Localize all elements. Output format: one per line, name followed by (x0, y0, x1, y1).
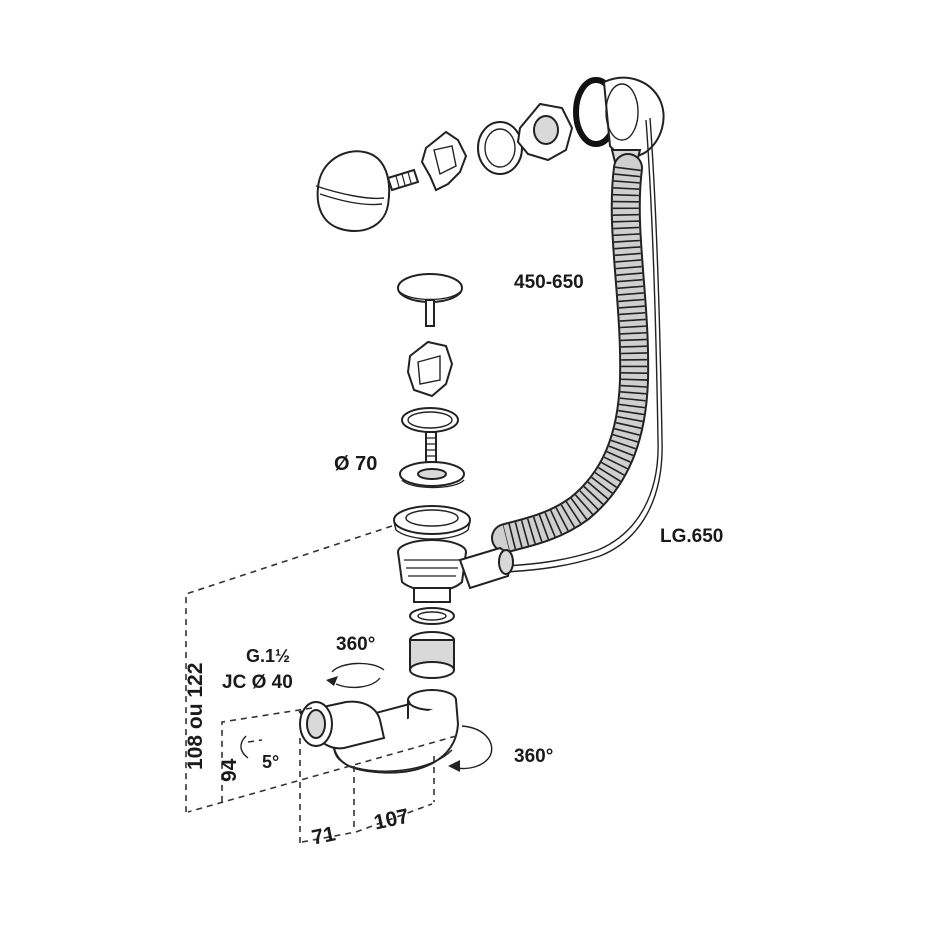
trap-elbow (298, 689, 460, 774)
thread-spec-line1: G.1½ (246, 646, 290, 666)
width-107-label: 107 (372, 805, 411, 835)
height-range-label: 108 ou 122 (184, 663, 207, 770)
width-71-label: 71 (310, 822, 338, 849)
drain-body (397, 539, 514, 603)
hose-length-label: 450-650 (514, 272, 584, 293)
diameter-70-label: Ø 70 (334, 453, 377, 475)
plug-stem (425, 299, 435, 327)
overflow-star-nut (516, 102, 574, 162)
strainer-grid (399, 461, 465, 489)
center-bolt (425, 431, 437, 463)
overflow-cover-cap (315, 150, 391, 232)
height-94-label: 94 (218, 758, 241, 782)
thread-spec-line2: JC Ø 40 (222, 672, 293, 693)
cable-line (505, 117, 663, 573)
rotation-arrow-elbow (448, 725, 493, 772)
overflow-clip-bracket (420, 130, 468, 192)
waste-plug-cap (397, 273, 463, 303)
overflow-ring-clamp (477, 121, 523, 175)
drain-washer (409, 607, 455, 625)
dimension-lines (185, 525, 457, 844)
angle-5-label: 5° (262, 752, 279, 772)
flange-ring (393, 505, 471, 540)
trap-rotation-label: 360° (336, 634, 375, 655)
elbow-rotation-label: 360° (514, 746, 553, 767)
rotation-arrow-trap (326, 662, 385, 689)
cable-length-label: LG.650 (660, 526, 723, 547)
overflow-screw (386, 168, 420, 192)
union-nut (409, 631, 455, 679)
plug-clip-bracket (406, 340, 454, 398)
overflow-body (602, 76, 665, 167)
angle-mark (240, 735, 249, 759)
overflow-hose (491, 153, 650, 553)
rotation-ring (401, 407, 459, 433)
